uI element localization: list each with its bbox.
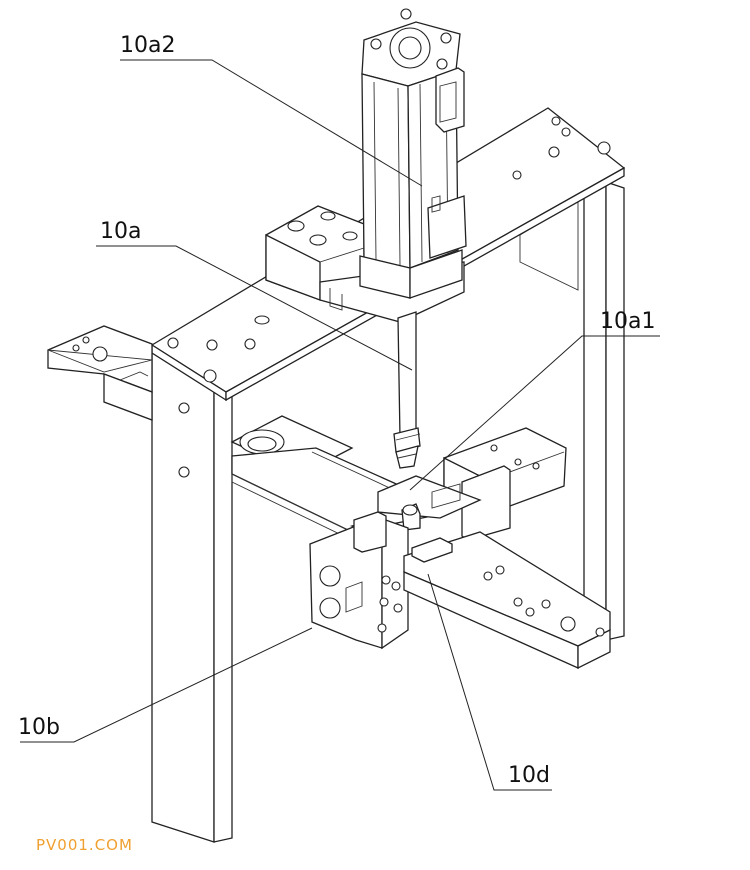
piston-rod <box>393 311 421 469</box>
label-gripper: 10a1 <box>600 309 655 334</box>
label-cylinder: 10a2 <box>120 33 175 58</box>
left-bracket <box>47 325 153 421</box>
right-post <box>519 181 625 649</box>
slide-plate <box>403 531 611 670</box>
watermark-text: PV001.COM <box>36 836 133 854</box>
label-side-block: 10b <box>18 715 60 740</box>
left-post <box>151 351 233 843</box>
leader-lines <box>20 59 660 791</box>
label-slide: 10d <box>508 763 550 788</box>
label-rod: 10a <box>100 219 141 244</box>
side-block <box>309 511 409 650</box>
air-cylinder <box>359 8 467 299</box>
gripper <box>377 427 567 541</box>
